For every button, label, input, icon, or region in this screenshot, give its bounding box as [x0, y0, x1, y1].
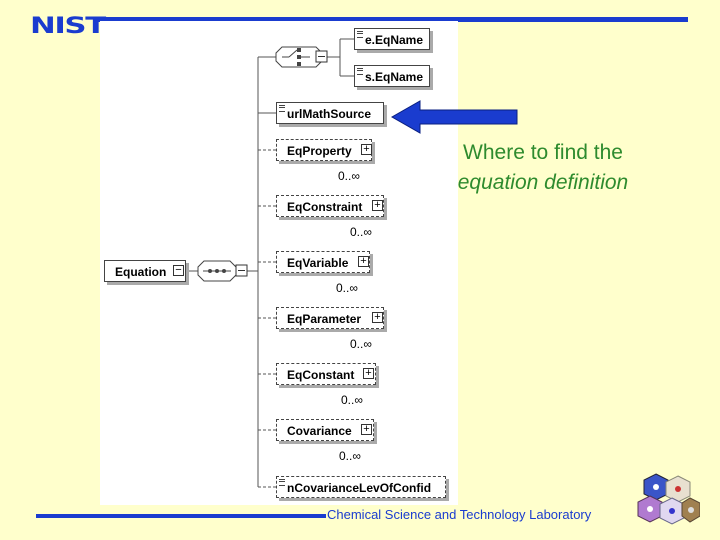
cardinality-label: 0..∞: [350, 337, 372, 351]
element-eqvariable: EqVariable: [276, 251, 370, 273]
content-bars-icon: [357, 31, 363, 38]
bottom-rule: [36, 514, 326, 518]
choice-compositor-icon: [275, 46, 323, 68]
root-element-equation: Equation: [104, 260, 186, 282]
molecule-hexagons-icon: [637, 473, 700, 525]
element-eqproperty: EqProperty: [276, 139, 372, 161]
expand-toggle-icon[interactable]: +: [361, 144, 372, 155]
expand-toggle-icon[interactable]: +: [361, 424, 372, 435]
cardinality-label: 0..∞: [341, 393, 363, 407]
footer-lab-name: Chemical Science and Technology Laborato…: [327, 507, 592, 522]
pointer-arrow-icon: [390, 100, 518, 134]
content-bars-icon: [279, 479, 285, 486]
callout-line-2: equation definition: [457, 171, 629, 194]
cardinality-label: 0..∞: [336, 281, 358, 295]
element-e-eqname: e.EqName: [354, 28, 430, 50]
element-s-eqname: s.EqName: [354, 65, 430, 87]
expand-toggle-icon[interactable]: +: [372, 200, 383, 211]
cardinality-label: 0..∞: [338, 169, 360, 183]
expand-toggle-icon[interactable]: +: [372, 312, 383, 323]
element-urlmathsource: urlMathSource: [276, 102, 384, 124]
sequence-compositor-icon: [197, 260, 237, 282]
element-eqparameter: EqParameter: [276, 307, 384, 329]
collapse-toggle-icon[interactable]: −: [173, 265, 184, 276]
cardinality-label: 0..∞: [339, 449, 361, 463]
content-bars-icon: [357, 68, 363, 75]
root-label: Equation: [115, 265, 167, 279]
element-covariance: Covariance: [276, 419, 374, 441]
expand-toggle-icon[interactable]: +: [358, 256, 369, 267]
content-bars-icon: [279, 105, 285, 112]
top-rule: [96, 17, 688, 22]
nist-logo: NIST: [30, 14, 106, 39]
element-eqconstraint: EqConstraint: [276, 195, 384, 217]
cardinality-label: 0..∞: [350, 225, 372, 239]
expand-toggle-icon[interactable]: +: [363, 368, 374, 379]
callout-line-1: Where to find the: [463, 141, 623, 164]
element-ncovariancelevofconfid: nCovarianceLevOfConfid: [276, 476, 446, 498]
element-eqconstant: EqConstant: [276, 363, 376, 385]
callout-text: Where to find the equation definition: [418, 138, 668, 198]
